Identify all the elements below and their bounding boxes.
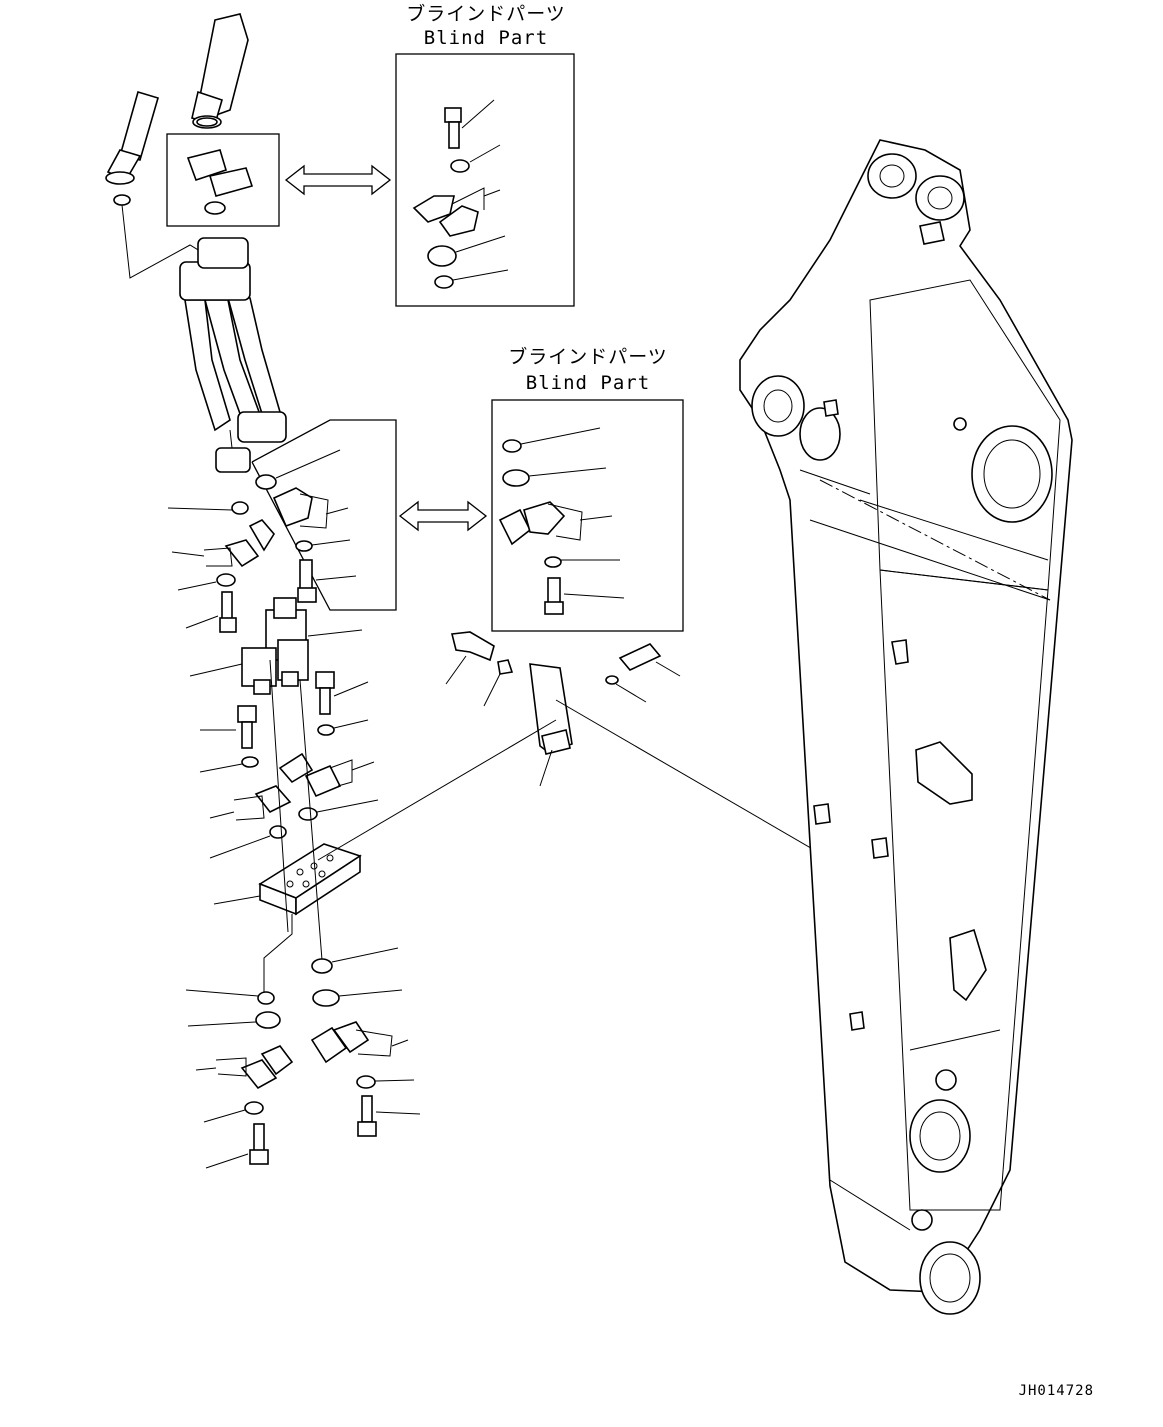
blind-part-box-top: ブラインドパーツ Blind Part <box>395 2 575 307</box>
valve-stack <box>167 449 421 1169</box>
bracket-plate <box>317 631 891 895</box>
blind-part-middle-en: Blind Part <box>526 372 650 394</box>
drawing-code: JH014728 <box>1019 1383 1094 1399</box>
boom-arm <box>739 139 1073 1315</box>
blind-part-box-middle: ブラインドパーツ Blind Part <box>491 345 684 632</box>
blind-part-top-en: Blind Part <box>424 27 548 49</box>
double-arrow-middle <box>398 500 488 532</box>
detail-inset-top <box>166 117 280 227</box>
blind-part-top-jp: ブラインドパーツ <box>406 2 566 25</box>
detail-bracket <box>251 419 397 611</box>
upper-hose-assembly <box>105 13 287 473</box>
blind-part-middle-jp: ブラインドパーツ <box>508 345 668 368</box>
double-arrow-top <box>284 164 392 196</box>
